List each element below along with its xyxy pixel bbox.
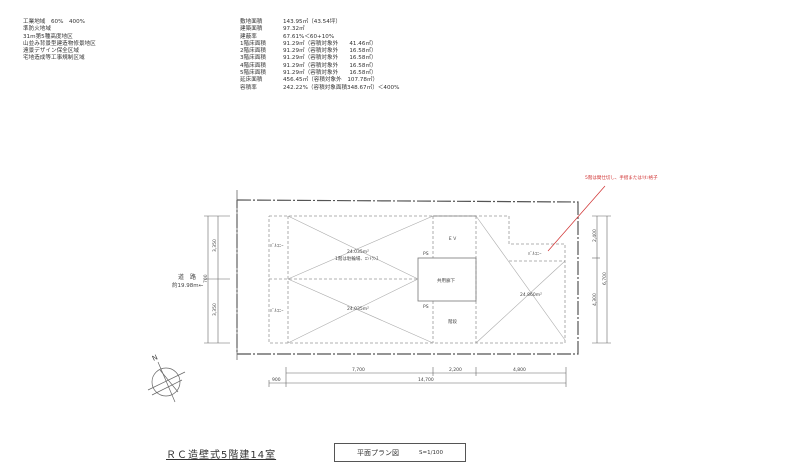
right-dimensions	[592, 215, 611, 344]
area-row: 建築面積 97.32㎡	[240, 26, 399, 33]
scale-label: S=1/100	[419, 449, 443, 456]
corridor-box	[417, 257, 477, 302]
area-label: 4階床面積	[240, 62, 266, 69]
area-row: 容積率 242.22%（容積対象面積348.67㎡）＜400%	[240, 85, 399, 92]
zoning-item: 遠景デザイン保全区域	[23, 48, 79, 55]
unit-note: 1階は駐輪場、ｴﾝﾄﾗﾝｽ	[335, 255, 379, 262]
area-label: 1階床面積	[240, 40, 266, 47]
area-value: 91.29㎡（容積対象外 41.46㎡）	[283, 40, 377, 47]
bottom-dimensions	[268, 367, 567, 387]
building-outline	[268, 215, 566, 344]
road-width: 約19.98m←	[172, 281, 204, 289]
area-value: 91.29㎡（容積対象外 16.58㎡）	[283, 48, 377, 55]
area-label: 2階床面積	[240, 48, 266, 55]
dim-left: 700	[203, 274, 209, 283]
area-value: 97.32㎡	[283, 26, 305, 33]
unit-area: 24.035m²	[347, 306, 369, 312]
area-label: 延床面積	[240, 77, 263, 84]
dim-bottom: 2,200	[449, 367, 462, 373]
road-label: 道 路	[178, 273, 196, 281]
area-label: 5階床面積	[240, 70, 266, 77]
room-diagonals	[287, 215, 566, 344]
zoning-item: 工業地域 60% 400%	[23, 19, 85, 25]
area-label: 建蔽率	[240, 33, 257, 40]
area-row: 敷地面積 143.95㎡（43.54坪）	[240, 19, 399, 26]
ps-label: PS	[423, 304, 429, 310]
area-value: 143.95㎡（43.54坪）	[283, 19, 341, 25]
area-label: 3階床面積	[240, 55, 266, 62]
area-label: 容積率	[240, 84, 257, 91]
zoning-item: 山並み背景型建造物修景地区	[23, 40, 96, 47]
area-row: 3階床面積 91.29㎡（容積対象外 16.58㎡）	[240, 55, 399, 62]
area-value: 91.29㎡（容積対象外 16.58㎡）	[283, 62, 377, 69]
stairs-label: 階段	[448, 318, 457, 325]
left-dimensions	[204, 215, 230, 344]
ev-label: ＥＶ	[448, 236, 457, 242]
balcony-label: ﾊﾞﾙｺﾆｰ	[528, 250, 542, 257]
plan-title: 平面プラン図	[357, 448, 400, 457]
area-value: 67.61%＜60+10%	[283, 33, 335, 40]
area-value: 456.45㎡（容積対象外 107.78㎡）	[283, 77, 379, 84]
dim-left: 3,350	[212, 303, 218, 316]
unit-area: 24.035m²	[347, 249, 369, 255]
dim-bottom: 4,800	[513, 367, 526, 373]
dim-right: 6,700	[602, 272, 608, 285]
dim-left: 3,350	[212, 239, 218, 252]
area-value: 242.22%（容積対象面積348.67㎡）＜400%	[283, 84, 400, 91]
zoning-item: 宅地造成等工事規制区域	[23, 55, 85, 62]
dim-bottom: 14,700	[418, 377, 434, 383]
unit-area: 24.860m²	[520, 292, 542, 298]
area-value: 91.29㎡（容積対象外 16.58㎡）	[283, 55, 377, 62]
annotation-leader	[547, 185, 606, 252]
dim-bottom: 900	[272, 377, 281, 383]
balcony-label: ﾊﾞﾙｺﾆｰ	[270, 242, 284, 249]
north-label: N	[151, 353, 159, 362]
area-row: 2階床面積 91.29㎡（容積対象外 16.58㎡）	[240, 48, 399, 55]
dim-bottom: 7,700	[352, 367, 365, 373]
corridor-label: 共用廊下	[437, 277, 455, 284]
area-row: 延床面積 456.45㎡（容積対象外 107.78㎡）	[240, 77, 399, 84]
north-arrow-icon	[147, 361, 186, 403]
area-row: 1階床面積 91.29㎡（容積対象外 41.46㎡）	[240, 41, 399, 48]
zoning-item: 準防火地域	[23, 26, 51, 33]
plan-title-box: 平面プラン図 S=1/100	[334, 443, 466, 462]
area-value: 91.29㎡（容積対象外 16.58㎡）	[283, 70, 377, 77]
ps-label: PS	[423, 251, 429, 257]
dim-right: 2,400	[592, 229, 598, 242]
balcony-label: ﾊﾞﾙｺﾆｰ	[270, 307, 284, 314]
area-table: 敷地面積 143.95㎡（43.54坪） 建築面積 97.32㎡ 建蔽率 67.61%…	[240, 19, 399, 92]
annotation-text: 5階は間仕切し、手摺またはﾘﾀﾝ格子	[585, 174, 658, 181]
area-label: 敷地面積	[240, 19, 263, 25]
area-row: 5階床面積 91.29㎡（容積対象外 16.58㎡）	[240, 70, 399, 77]
zoning-item: 31m第5種高度地区	[23, 33, 73, 40]
zoning-list: 工業地域 60% 400% 準防火地域 31m第5種高度地区 山並み背景型建造物…	[23, 19, 96, 63]
dim-right: 4,300	[592, 293, 598, 306]
area-row: 建蔽率 67.61%＜60+10%	[240, 34, 399, 41]
area-row: 4階床面積 91.29㎡（容積対象外 16.58㎡）	[240, 63, 399, 70]
area-label: 建築面積	[240, 26, 263, 33]
drawing-title: ＲＣ造壁式5階建14室	[166, 450, 277, 461]
